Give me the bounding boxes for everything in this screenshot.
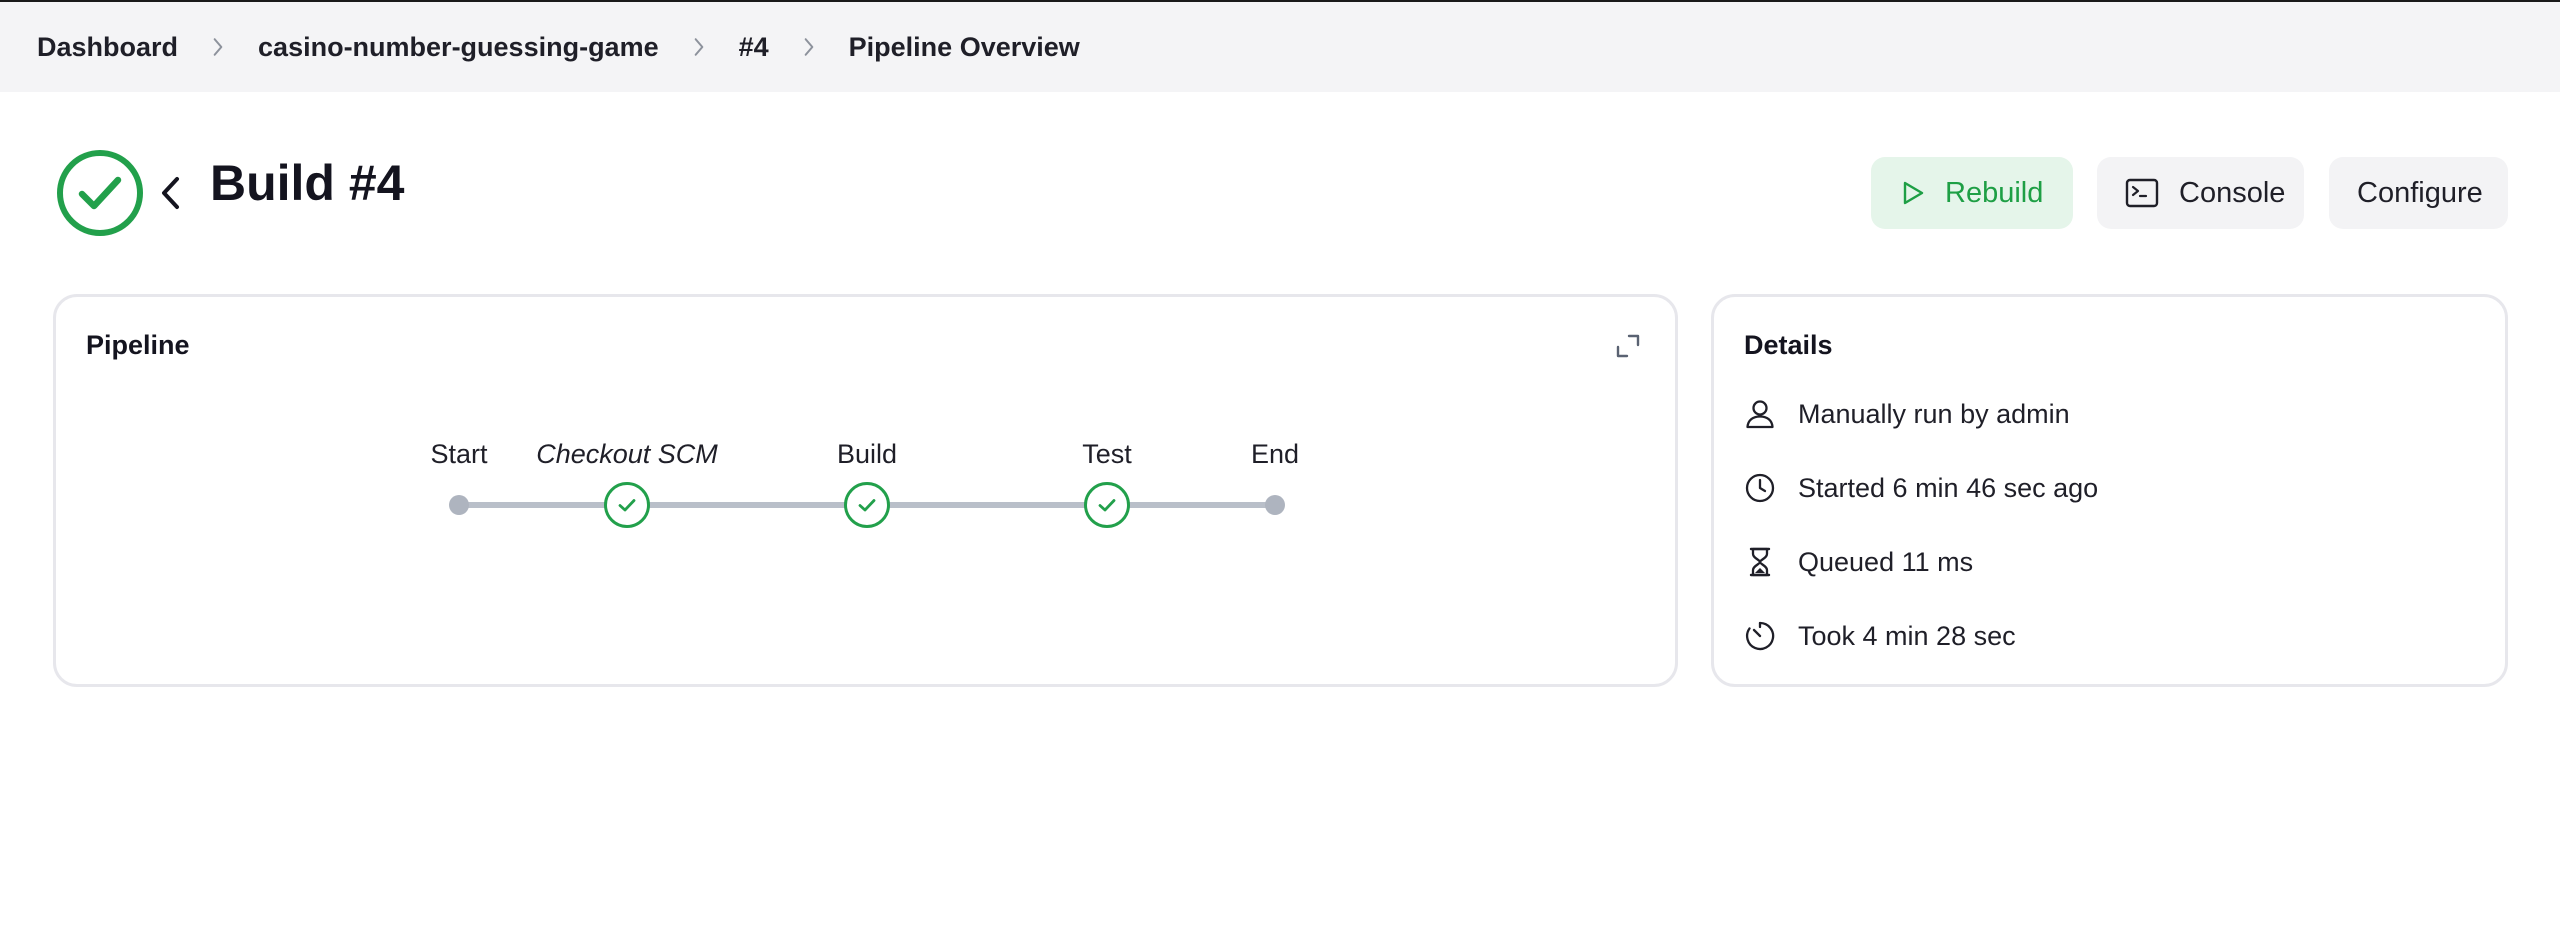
console-label: Console xyxy=(2179,176,2286,209)
stage-label-test: Test xyxy=(1082,439,1132,469)
breadcrumb: Dashboard casino-number-guessing-game #4… xyxy=(0,2,2560,92)
stage-label-checkout-scm: Checkout SCM xyxy=(536,439,718,469)
chevron-right-icon xyxy=(208,37,228,57)
rebuild-label: Rebuild xyxy=(1945,176,2044,209)
stage-node-checkout-scm[interactable] xyxy=(604,482,650,528)
configure-button[interactable]: Configure xyxy=(2329,157,2508,229)
detail-row-started: Started 6 min 46 sec ago xyxy=(1743,471,2098,505)
breadcrumb-dashboard[interactable]: Dashboard xyxy=(37,31,179,62)
page-title: Build #4 xyxy=(210,155,405,211)
end-node xyxy=(1265,495,1285,515)
play-icon xyxy=(1903,181,1924,205)
check-icon xyxy=(1098,499,1116,512)
detail-text-triggered-by: Manually run by admin xyxy=(1798,398,2070,429)
details-card-title: Details xyxy=(1744,330,1833,360)
check-icon xyxy=(858,499,876,512)
breadcrumb-job[interactable]: casino-number-guessing-game xyxy=(258,31,659,62)
check-icon xyxy=(618,499,636,512)
stage-label-start: Start xyxy=(430,439,488,469)
details-card: Details Manually run by admin Started 6 … xyxy=(1711,294,2508,687)
console-button[interactable]: Console xyxy=(2097,157,2304,229)
detail-row-queued: Queued 11 ms xyxy=(1743,545,1973,579)
user-icon xyxy=(1746,400,1774,429)
back-chevron-icon[interactable] xyxy=(157,173,183,213)
detail-text-queued: Queued 11 ms xyxy=(1798,546,1974,577)
expand-icon[interactable] xyxy=(1615,333,1641,359)
window-top-border xyxy=(0,0,2560,2)
clock-icon xyxy=(1745,473,1775,503)
terminal-icon xyxy=(2125,178,2159,208)
detail-row-triggered-by: Manually run by admin xyxy=(1743,397,2070,431)
pipeline-card: Pipeline Start Checkout SCM Build Test E… xyxy=(53,294,1678,687)
success-check-circle-icon xyxy=(56,149,144,237)
detail-text-duration: Took 4 min 28 sec xyxy=(1798,620,2016,651)
detail-row-duration: Took 4 min 28 sec xyxy=(1743,619,2016,653)
breadcrumb-pipeline-overview[interactable]: Pipeline Overview xyxy=(848,31,1080,62)
stage-node-build[interactable] xyxy=(844,482,890,528)
chevron-right-icon xyxy=(689,37,709,57)
breadcrumb-build[interactable]: #4 xyxy=(738,31,769,62)
stage-label-end: End xyxy=(1250,439,1300,469)
start-node xyxy=(449,495,469,515)
rebuild-button[interactable]: Rebuild xyxy=(1871,157,2073,229)
configure-label: Configure xyxy=(2357,176,2483,209)
stage-label-build: Build xyxy=(836,439,898,469)
chevron-right-icon xyxy=(799,37,819,57)
pipeline-card-title: Pipeline xyxy=(86,330,190,360)
stage-node-test[interactable] xyxy=(1084,482,1130,528)
detail-text-started: Started 6 min 46 sec ago xyxy=(1798,472,2099,503)
timer-icon xyxy=(1745,621,1775,651)
hourglass-icon xyxy=(1749,547,1771,577)
